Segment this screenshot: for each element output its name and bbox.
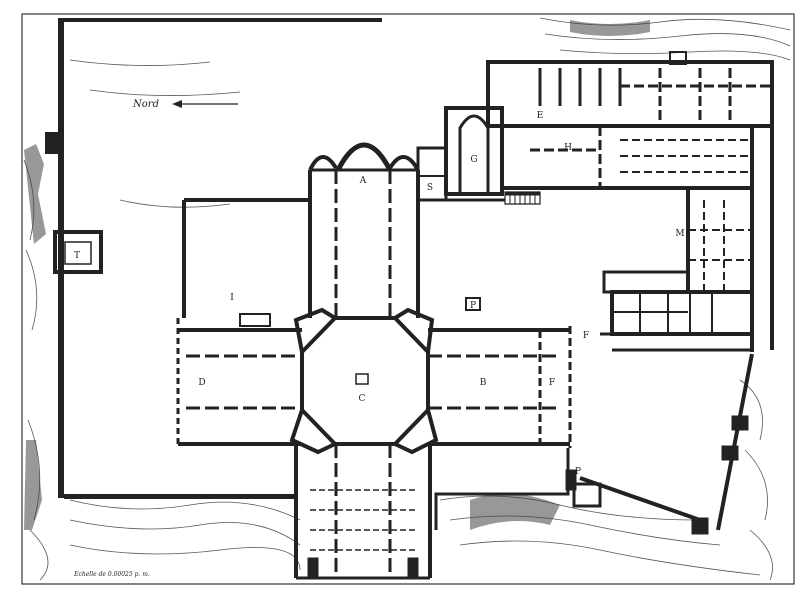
label-f-gate: F [583, 331, 589, 341]
label-p-south: P [575, 467, 581, 477]
label-a: A [359, 176, 367, 186]
range-m [600, 188, 754, 352]
tower-t [53, 230, 103, 274]
label-g: G [470, 155, 477, 165]
label-h: H [564, 143, 572, 153]
terrain-dark-patches [24, 20, 650, 530]
label-t: T [74, 251, 80, 261]
structure-p-court [465, 297, 481, 311]
north-arrow-head [172, 100, 182, 108]
north-arrow: Nord [132, 99, 238, 110]
arm-a [308, 142, 420, 318]
label-i: I [230, 293, 234, 303]
room-labels: A B C D F F G H I M P P S T E [74, 111, 685, 477]
label-e: E [537, 111, 544, 121]
gate-block [45, 132, 59, 154]
central-octagon [300, 316, 430, 446]
central-altar [355, 373, 369, 385]
range-h [486, 51, 774, 350]
label-c: C [359, 394, 366, 404]
label-f-east: F [549, 378, 555, 388]
scale-note: Echelle de 0.00025 p. m. [73, 571, 150, 578]
courtyard-walls [418, 192, 570, 530]
se-fortification [565, 353, 754, 535]
label-d: D [198, 378, 205, 388]
corner-chapels [289, 307, 439, 455]
arm-d [176, 318, 302, 448]
plan-frame [21, 13, 795, 585]
label-m: M [675, 229, 684, 239]
court-i [182, 198, 308, 327]
label-s: S [427, 183, 433, 193]
arm-c [294, 444, 432, 580]
label-b: B [480, 378, 487, 388]
north-label: Nord [132, 99, 159, 110]
label-p-court: P [470, 301, 476, 311]
enclosure-wall [58, 18, 382, 499]
